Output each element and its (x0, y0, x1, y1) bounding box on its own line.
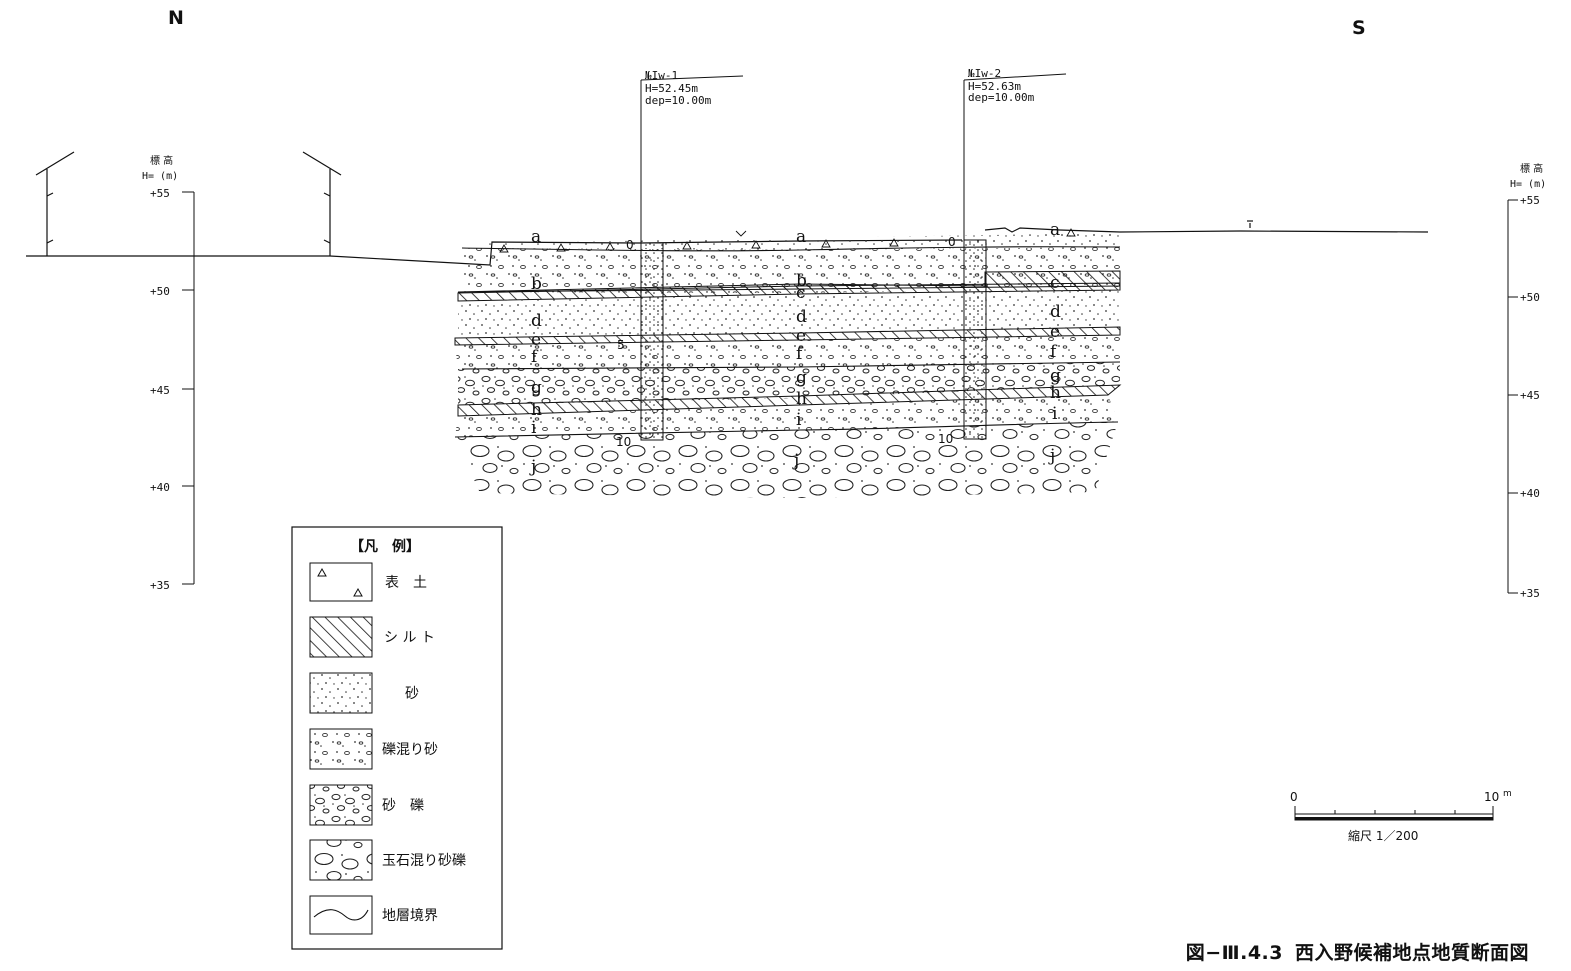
axis-title-line2-right: H= (m) (1510, 179, 1546, 190)
label-n-i: i (531, 418, 537, 438)
borehole-iw2-elevation: H=52.63m (968, 80, 1021, 93)
scale-label: 縮尺 1／200 (1348, 828, 1418, 843)
borehole-iw1-depth: dep=10.00m (645, 94, 712, 107)
right-tick-55: +55 (1520, 194, 1540, 207)
label-n-j: j (529, 457, 536, 477)
left-tick-50: +50 (150, 285, 170, 298)
legend-label-silt: シ ル ト (384, 630, 435, 646)
scale-unit: m (1503, 789, 1512, 799)
figure-title: 西入野候補地点地質断面図 (1294, 942, 1529, 964)
borehole-iw1-no: №Iw-1 (645, 69, 678, 82)
legend-item-gravelly-sand: 礫混り砂 (309, 728, 438, 770)
borehole-iw2-depth-10: 10 (938, 432, 953, 446)
legend-label-sandy-gravel: 砂 礫 (382, 798, 424, 814)
left-tick-35: +35 (150, 579, 170, 592)
legend-label-boundary: 地層境界 (382, 908, 438, 924)
borehole-iw1-depth-5: 5 (617, 338, 625, 352)
left-tick-40: +40 (150, 481, 170, 494)
scale-bar: 0 10 m 縮尺 1／200 (1290, 789, 1512, 843)
legend-item-topsoil: 表 土 (309, 562, 427, 602)
right-tick-40: +40 (1520, 487, 1540, 500)
strata (454, 228, 1122, 498)
label-s-g: g (1050, 366, 1061, 386)
label-m-c: c (796, 283, 806, 303)
legend-label-cobble-sandy-gravel: 玉石混り砂礫 (382, 853, 466, 869)
label-s-j: j (1048, 446, 1055, 466)
legend-title: 【凡 例】 (350, 538, 420, 555)
stratum-f-sand (455, 335, 1120, 369)
legend-label-gravelly-sand: 礫混り砂 (382, 742, 438, 758)
label-m-j: j (792, 451, 799, 471)
legend-label-topsoil: 表 土 (385, 575, 427, 591)
stratum-i-gravelly-sand (455, 395, 1118, 437)
layer-labels: a b d e f g h i j a b c d e f g h i j a … (529, 220, 1061, 477)
north-label: N (168, 7, 184, 29)
right-tick-45: +45 (1520, 389, 1540, 402)
right-elevation-axis: 標 高 H= (m) +55 +50 +45 +40 +35 (1507, 162, 1546, 600)
label-s-c: c (1050, 273, 1060, 293)
label-n-g: g (531, 378, 542, 398)
label-m-h: h (796, 389, 807, 409)
legend-label-sand: 砂 (405, 686, 419, 702)
legend: 【凡 例】 表 土 シ ル ト 砂 礫混り砂 砂 礫 玉石混り砂礫 (291, 526, 503, 950)
figure-number: 図−Ⅲ.4.3 (1185, 942, 1283, 964)
stratum-g-sandy-gravel (458, 362, 1120, 405)
legend-item-boundary: 地層境界 (309, 895, 438, 935)
borehole-iw1-elevation: H=52.45m (645, 82, 698, 95)
borehole-iw2-no: №Iw-2 (968, 67, 1001, 80)
borehole-iw1-depth-10: 10 (616, 435, 631, 449)
label-s-i: i (1052, 404, 1058, 424)
borehole-iw2-depth-0: 0 (948, 235, 956, 249)
right-tick-50: +50 (1520, 291, 1540, 304)
borehole-iw2-depth: dep=10.00m (968, 91, 1035, 104)
legend-item-silt: シ ル ト (309, 616, 435, 658)
borehole-iw1: №Iw-1 H=52.45m dep=10.00m 0 5 10 (616, 69, 744, 449)
stratum-j-cobble-gravel (455, 422, 1118, 498)
label-m-i: i (796, 410, 802, 430)
label-m-a: a (796, 227, 806, 247)
label-n-e: e (531, 330, 541, 350)
axis-title-line1-right: 標 高 (1520, 162, 1543, 175)
left-tick-45: +45 (150, 384, 170, 397)
label-s-a: a (1050, 220, 1060, 240)
borehole-iw2: №Iw-2 H=52.63m dep=10.00m 0 10 (938, 67, 1067, 446)
right-tick-35: +35 (1520, 587, 1540, 600)
stratum-b-gravelly-sand (462, 247, 1120, 293)
label-s-e: e (1050, 322, 1060, 342)
surface-features (26, 151, 1429, 266)
label-s-h: h (1050, 383, 1061, 403)
label-m-f: f (796, 344, 804, 364)
label-s-f: f (1050, 342, 1058, 362)
label-m-e: e (796, 326, 806, 346)
figure-caption: 図−Ⅲ.4.3 西入野候補地点地質断面図 (1186, 938, 1541, 965)
label-n-d: d (531, 311, 542, 331)
scale-start: 0 (1290, 790, 1298, 804)
legend-item-sandy-gravel: 砂 礫 (309, 784, 424, 826)
scale-end: 10 (1484, 790, 1499, 804)
legend-item-cobble-sandy-gravel: 玉石混り砂礫 (309, 839, 466, 881)
label-m-b: b (796, 271, 807, 291)
stratum-a-topsoil-sand (462, 233, 1120, 250)
label-n-h: h (531, 400, 542, 420)
label-m-d: d (796, 307, 807, 327)
left-elevation-axis: 標 高 H= (m) +55 +50 +45 +40 +35 (142, 154, 195, 592)
label-m-g: g (796, 368, 807, 388)
label-s-d: d (1050, 302, 1061, 322)
left-tick-55: +55 (150, 187, 170, 200)
axis-title-line2: H= (m) (142, 171, 178, 182)
label-n-a: a (531, 227, 541, 247)
label-n-f: f (531, 347, 539, 367)
axis-title-line1: 標 高 (150, 154, 173, 167)
stratum-d-sand (458, 290, 1120, 338)
south-label: S (1352, 17, 1366, 39)
borehole-iw1-depth-0: 0 (626, 238, 634, 252)
label-n-b: b (531, 274, 542, 294)
legend-item-sand: 砂 (309, 672, 419, 714)
